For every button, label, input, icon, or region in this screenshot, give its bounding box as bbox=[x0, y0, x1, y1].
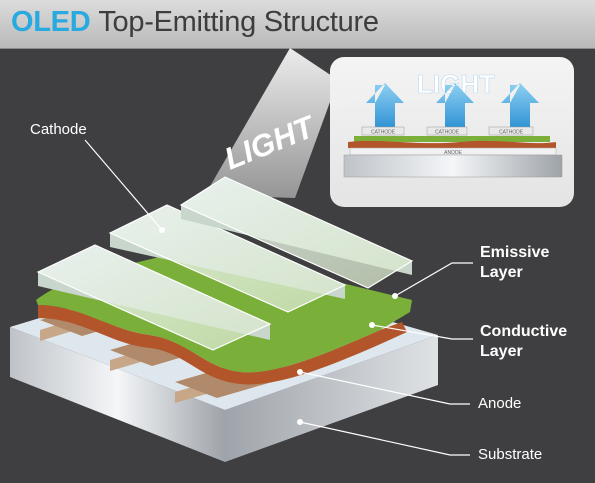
substrate-side-face bbox=[225, 335, 438, 462]
inset-cathode-label: CATHODE bbox=[371, 130, 396, 136]
light-arrow-icon bbox=[366, 83, 404, 128]
title-accent: OLED bbox=[11, 6, 91, 38]
inset-cathode-label: CATHODE bbox=[499, 130, 524, 136]
leader-dots bbox=[159, 227, 398, 425]
emissive-layer-label-line2: Layer bbox=[480, 264, 523, 281]
cathode-strips bbox=[36, 176, 414, 351]
inset-light-arrows bbox=[366, 83, 539, 128]
conductive-layer-label-line2: Layer bbox=[480, 343, 523, 360]
light-beam bbox=[205, 48, 338, 198]
light-arrow-icon bbox=[501, 83, 539, 128]
light-arrow-icon bbox=[436, 83, 474, 128]
cathode-label: Cathode bbox=[30, 121, 87, 138]
conductive-layer-label-line1: Conductive bbox=[480, 323, 568, 340]
inset-layers: CATHODE CATHODE CATHODE ANODE bbox=[343, 126, 563, 178]
substrate-label: Substrate bbox=[478, 446, 543, 463]
leader-lines bbox=[84, 139, 473, 456]
substrate-front-face bbox=[10, 327, 225, 462]
conductive-layer bbox=[38, 305, 407, 385]
title-text: Top-Emitting Structure bbox=[98, 6, 379, 38]
inset-cathode-label: CATHODE bbox=[435, 130, 460, 136]
inset-anode-label: ANODE bbox=[444, 150, 462, 156]
emissive-layer-label-line1: Emissive bbox=[480, 244, 550, 261]
anode-label: Anode bbox=[478, 395, 522, 412]
inset-cross-section: LIGHT CATHODE CATHODE CATHODE ANODE bbox=[330, 57, 574, 207]
